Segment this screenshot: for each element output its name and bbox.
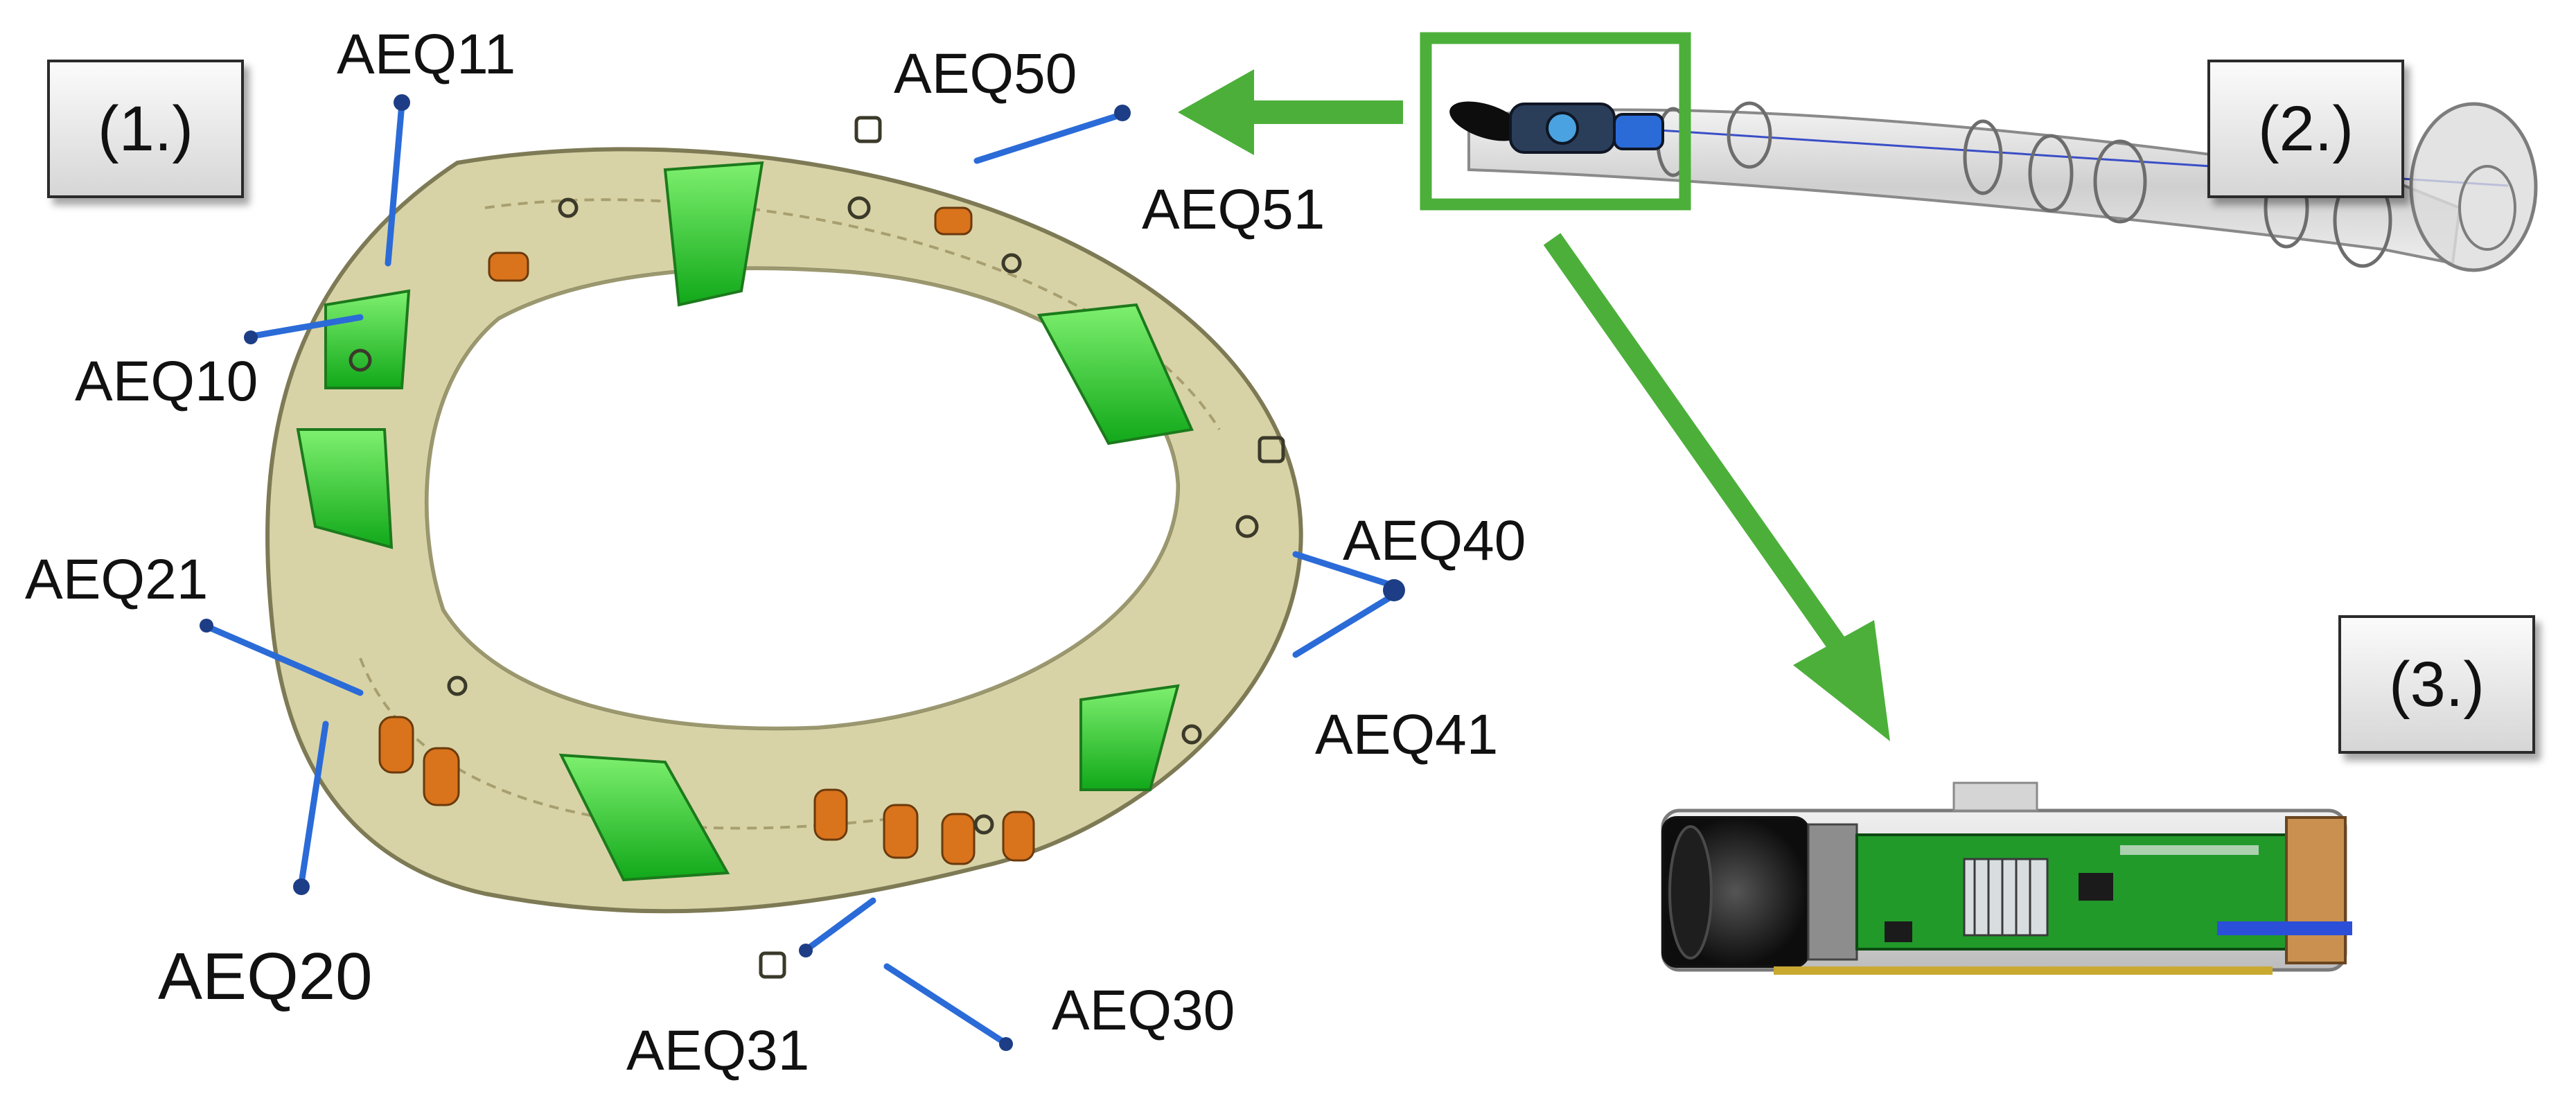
end-flange bbox=[2409, 102, 2538, 272]
port-label-aeq50: AEQ50 bbox=[894, 42, 1077, 105]
arrow-to-torus bbox=[1178, 69, 1403, 155]
port-label-aeq10: AEQ10 bbox=[75, 350, 258, 413]
endoscope-highlight-box bbox=[1420, 32, 1691, 211]
port-label-aeq41: AEQ41 bbox=[1315, 703, 1499, 766]
port-label-aeq20: AEQ20 bbox=[158, 939, 373, 1014]
torus-ports bbox=[349, 116, 1285, 979]
torus-vessel bbox=[265, 147, 1303, 914]
endoscope-head bbox=[1449, 101, 1664, 154]
panel-label-1: (1.) bbox=[47, 60, 244, 198]
green-modules bbox=[296, 161, 1194, 882]
port-label-aeq40: AEQ40 bbox=[1343, 509, 1526, 572]
arrow-to-camera bbox=[1543, 233, 1890, 741]
port-label-aeq51: AEQ51 bbox=[1142, 178, 1325, 241]
port-tube-caps bbox=[200, 94, 1405, 1051]
port-label-aeq30: AEQ30 bbox=[1052, 979, 1235, 1042]
panel-label-3: (3.) bbox=[2338, 615, 2535, 754]
port-tubes bbox=[204, 100, 1396, 1046]
panel-label-2: (2.) bbox=[2207, 60, 2404, 198]
port-label-aeq31: AEQ31 bbox=[626, 1019, 810, 1082]
port-label-aeq11: AEQ11 bbox=[337, 23, 516, 86]
orange-windows bbox=[378, 206, 1035, 865]
endoscope-assembly bbox=[1449, 101, 2538, 272]
camera-unit bbox=[1661, 781, 2352, 975]
port-label-aeq21: AEQ21 bbox=[25, 548, 209, 611]
